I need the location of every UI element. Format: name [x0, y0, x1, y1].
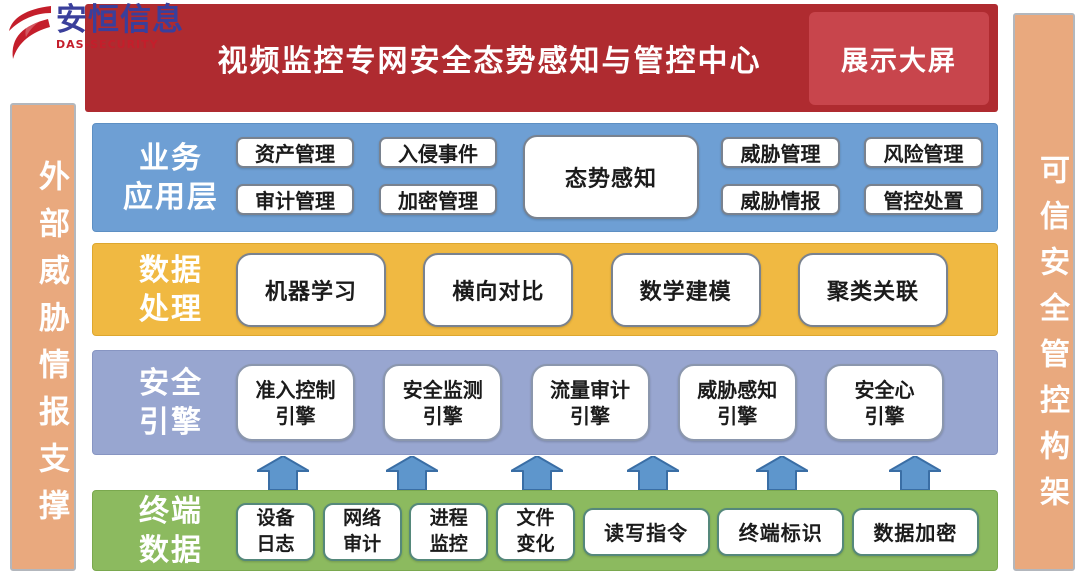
business-left-box-group: 资产管理入侵事件审计管理加密管理: [236, 137, 497, 215]
layer-label-security-engine: 安全 引擎: [139, 365, 203, 440]
terminal-data-box: 设备 日志: [236, 502, 315, 561]
terminal-data-box-group: 设备 日志网络 审计进程 监控文件 变化 读写指令终端标识数据加密: [236, 491, 979, 572]
up-arrow-icon: [889, 456, 941, 490]
data-processing-box-group: 机器学习横向对比数学建模聚类关联: [236, 253, 948, 327]
terminal-data-box: 终端标识: [717, 507, 845, 556]
layer-business-application: 业务 应用层 资产管理入侵事件审计管理加密管理 态势感知 威胁管理风险管理威胁情…: [92, 123, 998, 232]
layer-data-processing: 数据 处理 机器学习横向对比数学建模聚类关联: [92, 243, 998, 336]
business-box: 风险管理: [864, 137, 983, 168]
logo-brand-name: 安恒信息: [56, 2, 184, 38]
situational-awareness-box: 态势感知: [523, 135, 699, 219]
page-title: 视频监控专网安全态势感知与管控中心: [217, 44, 762, 79]
right-sidebar-trusted-security-framework: 可信安全管控构架: [1013, 13, 1075, 571]
business-box: 威胁管理: [721, 137, 840, 168]
security-engine-box: 安全监测 引擎: [383, 364, 503, 441]
security-engine-box: 流量审计 引擎: [530, 364, 650, 441]
business-box: 威胁情报: [721, 184, 840, 215]
display-screen-badge: 展示大屏: [809, 11, 989, 105]
business-box: 管控处置: [864, 184, 983, 215]
business-right-box-group: 威胁管理风险管理威胁情报管控处置: [721, 137, 983, 215]
data-processing-box: 数学建模: [610, 253, 761, 327]
data-processing-box: 机器学习: [236, 253, 386, 327]
up-arrow-icon: [756, 456, 808, 490]
security-engine-box: 安全心 引擎: [825, 364, 944, 441]
layer-label-terminal-data: 终端 数据: [139, 493, 203, 568]
security-engine-box-group: 准入控制 引擎安全监测 引擎流量审计 引擎威胁感知 引擎安全心 引擎: [236, 364, 944, 441]
layer-terminal-data: 终端 数据 设备 日志网络 审计进程 监控文件 变化 读写指令终端标识数据加密: [92, 490, 998, 571]
header-banner: 视频监控专网安全态势感知与管控中心 展示大屏: [85, 4, 998, 112]
terminal-data-box: 网络 审计: [322, 502, 402, 561]
business-box: 审计管理: [236, 184, 354, 215]
logo-subtitle: DAS-SECURITY: [56, 38, 159, 51]
terminal-data-box: 读写指令: [582, 507, 710, 556]
security-engine-box: 准入控制 引擎: [236, 364, 355, 441]
up-arrow-icon: [257, 456, 309, 490]
business-box: 加密管理: [379, 184, 497, 215]
terminal-data-box: 进程 监控: [409, 502, 489, 561]
business-box: 资产管理: [236, 137, 354, 168]
layer-security-engine: 安全 引擎 准入控制 引擎安全监测 引擎流量审计 引擎威胁感知 引擎安全心 引擎: [92, 350, 998, 455]
up-arrow-icon: [511, 456, 563, 490]
left-sidebar-external-threat-intel: 外部威胁情报支撑: [10, 103, 76, 571]
layer-label-business: 业务 应用层: [123, 140, 219, 215]
up-arrow-icon: [627, 456, 679, 490]
up-arrow-icon: [386, 456, 438, 490]
terminal-data-box: 数据加密: [851, 507, 979, 556]
logo-swoosh-icon: [9, 6, 51, 59]
layer-label-data-processing: 数据 处理: [139, 252, 203, 327]
business-box: 入侵事件: [379, 137, 497, 168]
security-engine-box: 威胁感知 引擎: [677, 364, 797, 441]
terminal-data-box: 文件 变化: [495, 502, 575, 561]
data-processing-box: 聚类关联: [797, 253, 948, 327]
data-processing-box: 横向对比: [423, 253, 574, 327]
company-logo: 安恒信息 DAS-SECURITY: [6, 5, 184, 61]
